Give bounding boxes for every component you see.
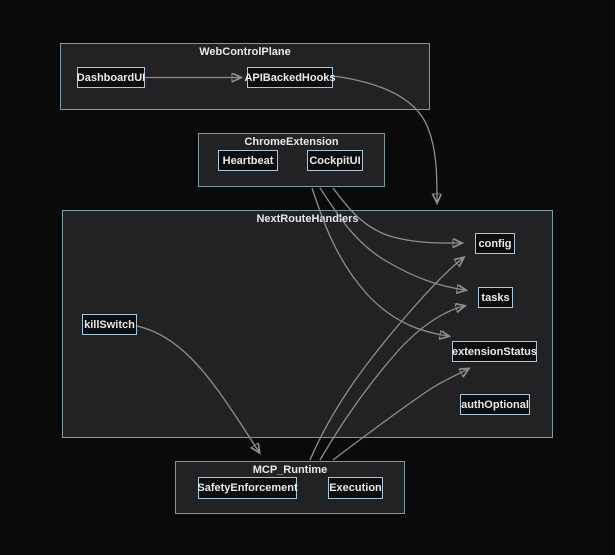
cluster-webcontrolplane-title: WebControlPlane: [199, 46, 291, 58]
node-cockpitui-label: CockpitUI: [309, 154, 361, 167]
node-authoptional-label: authOptional: [461, 398, 529, 411]
node-dashboardui-label: DashboardUI: [76, 71, 146, 84]
cluster-mcp-runtime-title: MCP_Runtime: [252, 464, 328, 476]
node-apibackedhooks: APIBackedHooks: [244, 67, 336, 88]
cluster-chromeextension-title: ChromeExtension: [244, 136, 339, 148]
node-execution: Execution: [328, 477, 383, 499]
node-tasks-label: tasks: [481, 291, 510, 304]
node-config-label: config: [478, 237, 512, 250]
node-apibackedhooks-label: APIBackedHooks: [244, 71, 336, 84]
node-heartbeat: Heartbeat: [218, 150, 278, 171]
node-authoptional: authOptional: [460, 394, 530, 415]
node-tasks: tasks: [478, 287, 513, 308]
cluster-nextroutehandlers-title: NextRouteHandlers: [256, 213, 359, 225]
node-safetyenforcement-label: SafetyEnforcement: [197, 482, 298, 494]
node-config: config: [475, 233, 515, 254]
node-dashboardui: DashboardUI: [77, 67, 145, 88]
node-extensionstatus: extensionStatus: [452, 341, 537, 362]
node-extensionstatus-label: extensionStatus: [452, 345, 537, 358]
node-cockpitui: CockpitUI: [307, 150, 363, 171]
node-killswitch-label: killSwitch: [84, 318, 135, 331]
node-safetyenforcement: SafetyEnforcement: [197, 477, 298, 499]
node-heartbeat-label: Heartbeat: [222, 154, 274, 167]
node-execution-label: Execution: [329, 482, 382, 494]
node-killswitch: killSwitch: [82, 314, 137, 335]
